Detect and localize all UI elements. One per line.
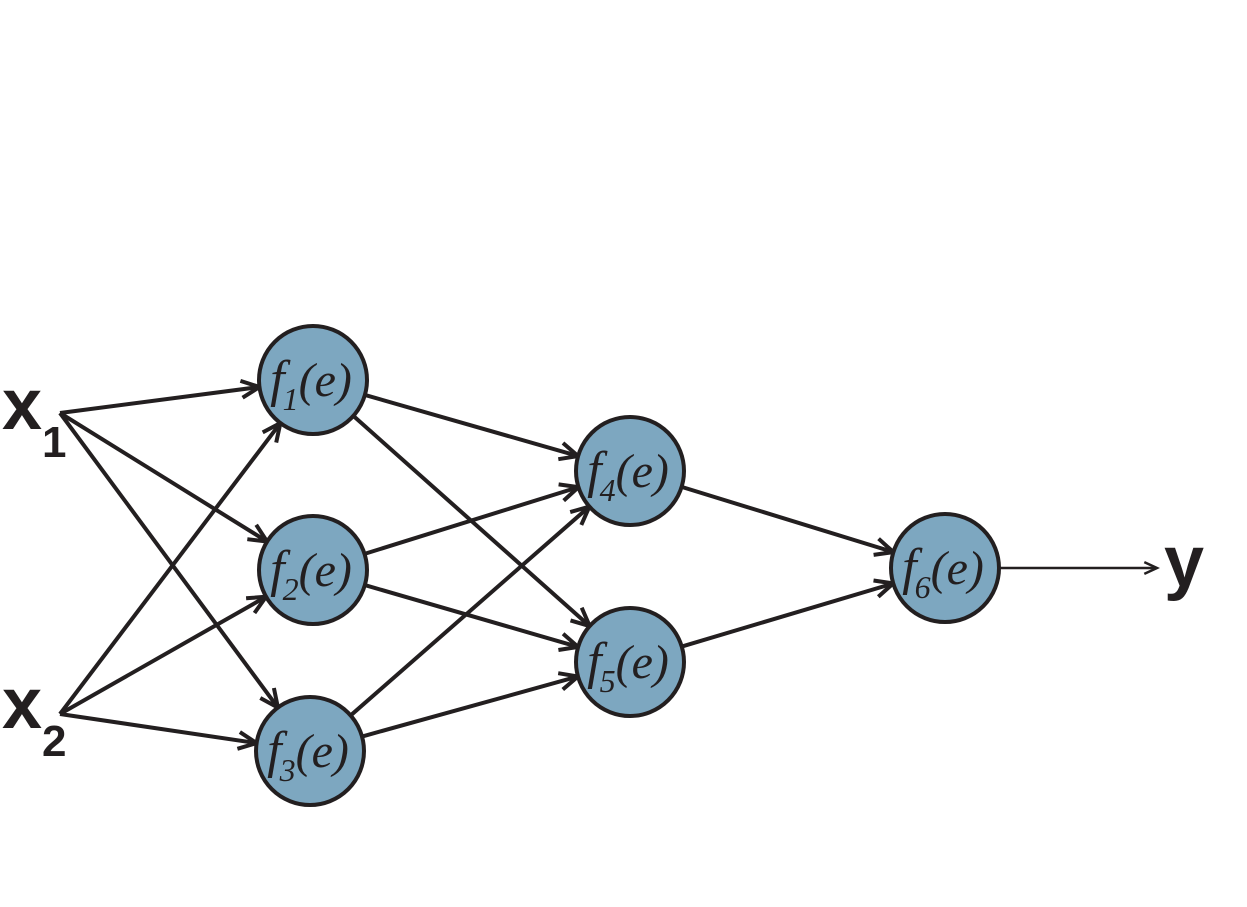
edge-f2-f5 [364,583,583,652]
neuron-f6-circle [889,512,1001,624]
edge-x2-f3-line [59,712,257,746]
edge-f4-f6-line [681,484,894,555]
edge-x2-f1-line [58,421,282,716]
neuron-f5-circle [574,606,686,718]
edge-x2-f2-line [59,594,268,716]
neuron-f4-circle [574,415,686,527]
neuron-f2-circle [257,514,369,626]
edge-x1-f3-line [58,411,280,709]
edge-x2-f1 [58,419,284,716]
neuron-f2: f2(e) [257,514,369,626]
edge-f4-f6 [681,484,898,557]
neuron-f5: f5(e) [574,606,686,718]
neuron-f3-label: f3(e) [267,722,349,788]
neuron-f6-label: f6(e) [902,539,984,605]
output-y-label: y [1164,522,1204,602]
edge-f2-f5-line [364,583,579,649]
input-x1-label: x1 [2,365,67,467]
neuron-f4: f4(e) [574,415,686,527]
neuron-f1: f1(e) [257,324,369,436]
edge-x1-f2 [58,411,272,544]
neuron-f3: f3(e) [254,695,366,807]
edge-f1-f4 [364,392,583,462]
edge-x1-f1-line [59,385,260,415]
input-x2-label: x2 [2,664,67,766]
neuron-f6: f6(e) [889,512,1001,624]
edge-x1-f2-line [58,411,269,544]
edge-f5-f6-line [681,581,894,649]
edge-f2-f4-line [363,485,580,556]
edge-f6-y [999,560,1160,576]
edge-f5-f6 [681,578,898,649]
edge-f3-f5-line [361,674,579,739]
edge-x2-f2 [59,594,271,716]
neuron-f4-label: f4(e) [587,442,669,508]
edge-x2-f3 [59,712,262,751]
neuron-f3-circle [254,695,366,807]
edge-x1-f3 [58,411,281,712]
neuron-f1-circle [257,324,369,436]
edge-x1-f1 [59,378,265,415]
edge-f3-f4-line [349,505,591,717]
edge-f3-f5 [361,671,583,739]
edge-f1-f4-line [364,392,579,459]
arrowhead-icon [1143,560,1160,576]
